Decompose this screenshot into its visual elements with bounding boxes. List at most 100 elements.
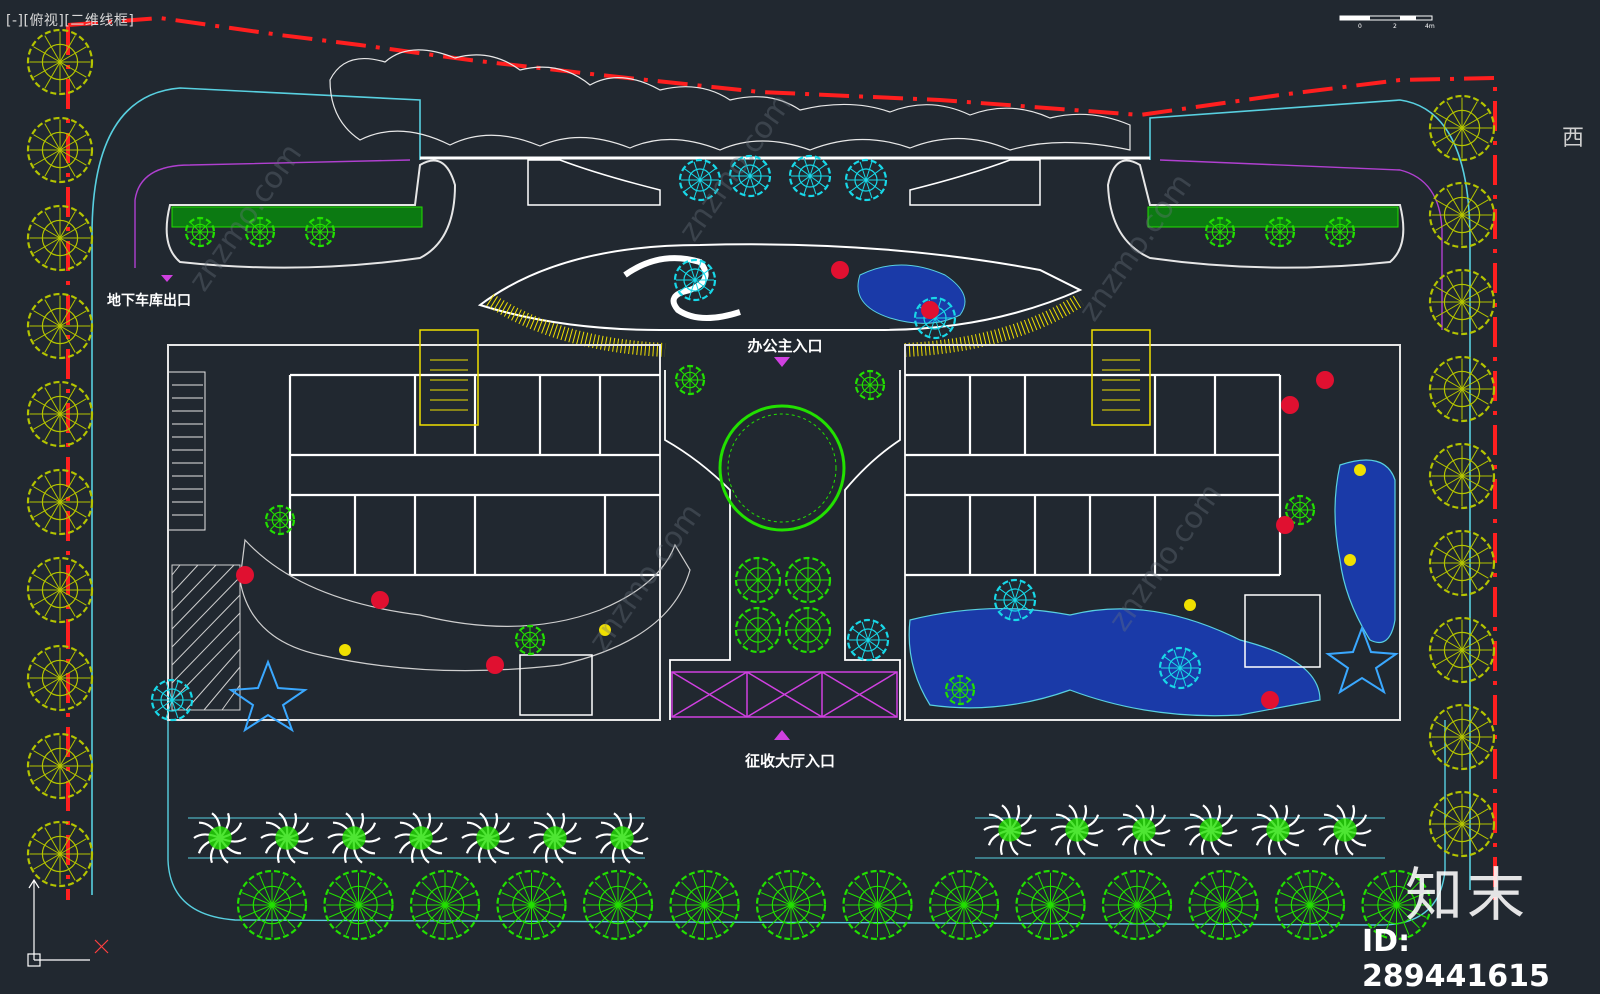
central-round-plaza-inner [727, 413, 837, 523]
planter-northeast [1106, 159, 1405, 269]
hill-contour-line [329, 49, 1131, 151]
hall-entrance-label: 征收大厅入口 [745, 752, 835, 770]
garage-exit-marker [161, 275, 173, 282]
palm-tree [1184, 804, 1238, 856]
flower-accent [921, 301, 939, 319]
accent-tree [1158, 646, 1202, 690]
accent-tree [993, 578, 1037, 622]
perimeter-tree-west [26, 116, 94, 184]
flower-accent [371, 591, 389, 609]
accent-tree [846, 618, 890, 662]
palm-tree [193, 812, 247, 864]
scale-tick-0: 0 [1358, 23, 1362, 30]
south-row-tree [1101, 869, 1173, 941]
courtyard-tree [784, 556, 832, 604]
perimeter-tree-east [1428, 181, 1496, 249]
south-row-tree [409, 869, 481, 941]
courtyard-tree [734, 606, 782, 654]
shrub-cluster [1324, 216, 1356, 248]
star-shrub-west [228, 659, 308, 733]
shrub-cluster [244, 216, 276, 248]
perimeter-tree-west [26, 820, 94, 888]
south-row-tree [236, 869, 308, 941]
courtyard-shrubs [150, 154, 1356, 722]
courtyard-outline [664, 370, 901, 720]
south-row-trees [236, 869, 1432, 941]
palm-tree [260, 812, 314, 864]
south-row-tree [1188, 869, 1259, 941]
west-gravel-walk [239, 538, 691, 672]
shrub-cluster [184, 216, 216, 248]
shrub-cluster [944, 674, 976, 706]
main-entrance-label: 办公主入口 [747, 337, 822, 355]
south-row-tree [669, 869, 740, 941]
central-lens-garden [477, 243, 1083, 331]
flower-accent [1281, 396, 1299, 414]
south-row-tree [755, 869, 827, 941]
yellow-accent [339, 644, 351, 656]
shrub-cluster [264, 504, 296, 536]
accent-flowers [236, 261, 1366, 709]
flower-accent [236, 566, 254, 584]
garage-exit-label: 地下车库出口 [107, 292, 191, 309]
courtyard-tree [734, 556, 782, 604]
shrub-cluster [854, 369, 886, 401]
west-wing-corridor [288, 373, 660, 577]
palm-tree [327, 812, 381, 864]
hall-entrance-marker [774, 730, 790, 740]
courtyard-tree [784, 606, 832, 654]
flower-accent [486, 656, 504, 674]
accent-tree [844, 158, 888, 202]
south-row-tree [842, 869, 913, 941]
palm-tree [1117, 804, 1171, 856]
building-west-wing [167, 344, 661, 721]
watermark-logo: 知末 [1405, 861, 1530, 929]
viewcube-west-label[interactable]: 西 [1562, 126, 1585, 151]
north-plaza-wedge-right [909, 159, 1041, 206]
stairwell-east [1091, 329, 1151, 426]
flower-accent [831, 261, 849, 279]
star-shrub-east [1325, 625, 1399, 695]
stair-treads-west [430, 359, 468, 411]
stairwell-west [419, 329, 479, 426]
yellow-accent [1344, 554, 1356, 566]
south-row-tree [928, 869, 1000, 941]
perimeter-tree-west [26, 468, 94, 536]
hedge-northeast [1147, 206, 1399, 228]
palm-tree [1318, 804, 1372, 856]
perimeter-tree-east [1428, 355, 1496, 423]
perimeter-tree-east [1428, 703, 1496, 771]
perimeter-tree-east [1428, 529, 1496, 597]
perimeter-trees [26, 28, 1496, 888]
palm-tree [983, 804, 1037, 856]
building-east-wing [904, 344, 1401, 721]
perimeter-tree-west [26, 556, 94, 624]
west-lawn-hatch [171, 564, 241, 711]
main-entrance-label-bg [742, 334, 828, 356]
accent-tree [728, 154, 772, 198]
east-creek [1334, 459, 1396, 644]
west-ramp [168, 371, 206, 531]
palm-tree [461, 812, 515, 864]
perimeter-tree-east [1428, 790, 1496, 858]
property-boundary-line [66, 15, 1497, 900]
perimeter-tree-west [26, 380, 94, 448]
stair-arc-right [904, 294, 1084, 357]
north-plaza-wedge-left [527, 159, 661, 206]
scale-bar: 0 2 4m [1339, 15, 1435, 30]
shrub-cluster [674, 364, 706, 396]
viewport-control-label[interactable]: [-][俯视][二维线框] [6, 13, 135, 29]
palm-tree [1251, 804, 1305, 856]
hedge-northwest [171, 206, 423, 228]
perimeter-tree-west [26, 28, 94, 96]
stair-treads-east [1102, 359, 1140, 411]
perimeter-tree-west [26, 204, 94, 272]
accent-tree [150, 678, 194, 722]
shrub-cluster [514, 624, 546, 656]
south-row-tree [323, 869, 394, 941]
south-row-tree [1015, 869, 1086, 941]
scale-tick-2: 2 [1393, 23, 1397, 30]
south-row-tree [1274, 869, 1346, 941]
perimeter-tree-west [26, 292, 94, 360]
